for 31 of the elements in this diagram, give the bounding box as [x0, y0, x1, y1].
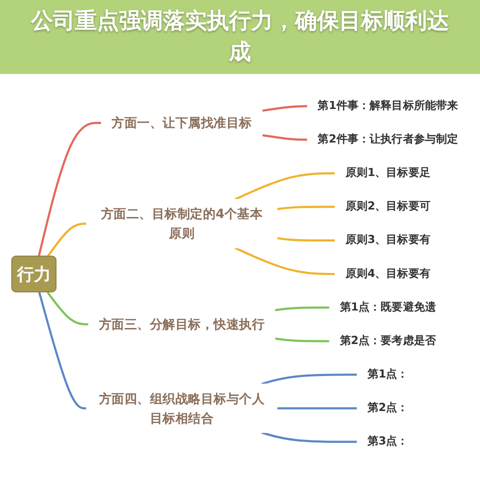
connector	[276, 237, 336, 242]
connector	[234, 172, 336, 200]
connector	[261, 431, 358, 443]
connector	[274, 337, 330, 342]
connector	[274, 306, 330, 312]
connector	[234, 246, 336, 276]
node-text: 方面四、组织战略目标与个人目标相结合	[98, 390, 265, 426]
node-text: 第2点：	[367, 402, 408, 414]
node-text: 第3点：	[367, 435, 408, 448]
node-text: 第2点：要考虑是否	[340, 334, 436, 348]
node-text: 方面三、分解目标，快速执行	[98, 316, 265, 332]
node-text: 原则2、目标要可	[345, 200, 430, 214]
node-text: 第1件事：解释目标所能带来	[318, 100, 458, 112]
connector	[261, 374, 358, 386]
node-text: 原则4、目标要有	[345, 267, 430, 280]
node-text: 原则3、目标要有	[345, 234, 430, 247]
node-text: 第1点：	[367, 368, 408, 381]
node-text: 方面二、目标制定的4个基本原则	[100, 206, 263, 241]
connector	[46, 292, 89, 326]
connector	[38, 292, 87, 410]
node-text: 第2件事：让执行者参与制定	[318, 133, 458, 146]
connector	[38, 122, 102, 257]
connector	[262, 134, 308, 141]
node-text: 原则1、目标要足	[345, 166, 430, 180]
title-banner: 公司重点强调落实执行力，确保目标顺利达成	[0, 0, 480, 74]
connector	[276, 407, 358, 410]
connector	[276, 206, 336, 210]
node-text: 第1点：既要避免遗	[340, 300, 436, 314]
connector	[262, 105, 308, 112]
node-text: 方面一、让下属找准目标	[112, 115, 252, 130]
connector	[46, 222, 87, 258]
